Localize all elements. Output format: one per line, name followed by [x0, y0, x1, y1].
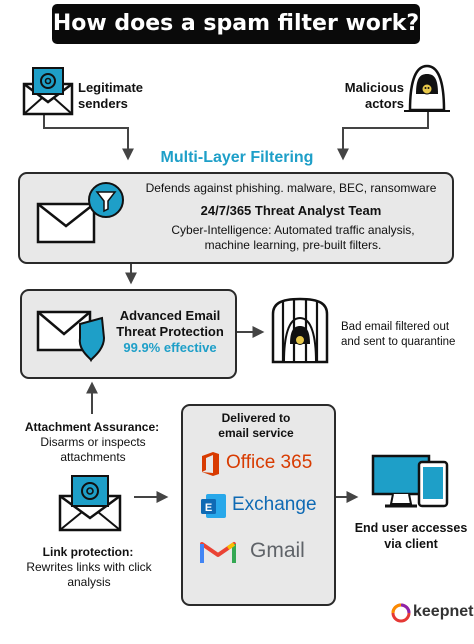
- envelope-filter-icon: [36, 182, 124, 244]
- multilayer-line2: 24/7/365 Threat Analyst Team: [200, 203, 382, 218]
- envelope-shield-icon: [36, 310, 106, 363]
- multilayer-line3: Cyber-Intelligence: Automated traffic an…: [171, 223, 415, 252]
- legit-senders-label: Legitimate senders: [78, 80, 144, 111]
- exchange-label: Exchange: [232, 494, 317, 515]
- gmail-label: Gmail: [250, 539, 305, 562]
- hacker-icon: [404, 64, 450, 112]
- quarantine-cage-icon: [271, 297, 329, 364]
- computer-tablet-icon: [371, 454, 449, 508]
- attachment-title: Attachment Assurance:: [24, 420, 160, 434]
- gmail-logo-icon: [200, 542, 236, 563]
- keepnet-logo-icon: [391, 603, 411, 623]
- delivery-title: Delivered to email service: [218, 411, 294, 440]
- malicious-to-filter-arrow: [337, 112, 429, 161]
- exchange-logo-icon: E: [201, 494, 226, 518]
- atp-line2: Threat Protection: [116, 324, 224, 339]
- malicious-actors-label: Malicious actors: [344, 80, 404, 111]
- quarantine-label: Bad email filtered out and sent to quara…: [341, 321, 456, 348]
- link-title: Link protection:: [42, 545, 134, 559]
- office365-logo-icon: [202, 452, 219, 476]
- office365-label: Office 365: [226, 452, 313, 473]
- link-desc: Rewrites links with click analysis: [26, 560, 152, 589]
- multilayer-heading: Multi-Layer Filtering: [160, 149, 314, 166]
- svg-text:E: E: [205, 502, 212, 514]
- attachment-desc: Disarms or inspects attachments: [40, 435, 146, 464]
- link-envelope-icon: [58, 475, 122, 532]
- envelope-at-icon: [22, 67, 74, 116]
- multilayer-line1: Defends against phishing. malware, BEC, …: [145, 181, 437, 195]
- brand-name: keepnet: [413, 603, 474, 620]
- atp-effective: 99.9% effective: [123, 340, 217, 355]
- end-user-label: End user accesses via client: [354, 521, 468, 551]
- legit-to-filter-arrow: [43, 112, 134, 161]
- page-title: How does a spam filter work?: [52, 4, 420, 44]
- atp-line1: Advanced Email: [119, 308, 221, 323]
